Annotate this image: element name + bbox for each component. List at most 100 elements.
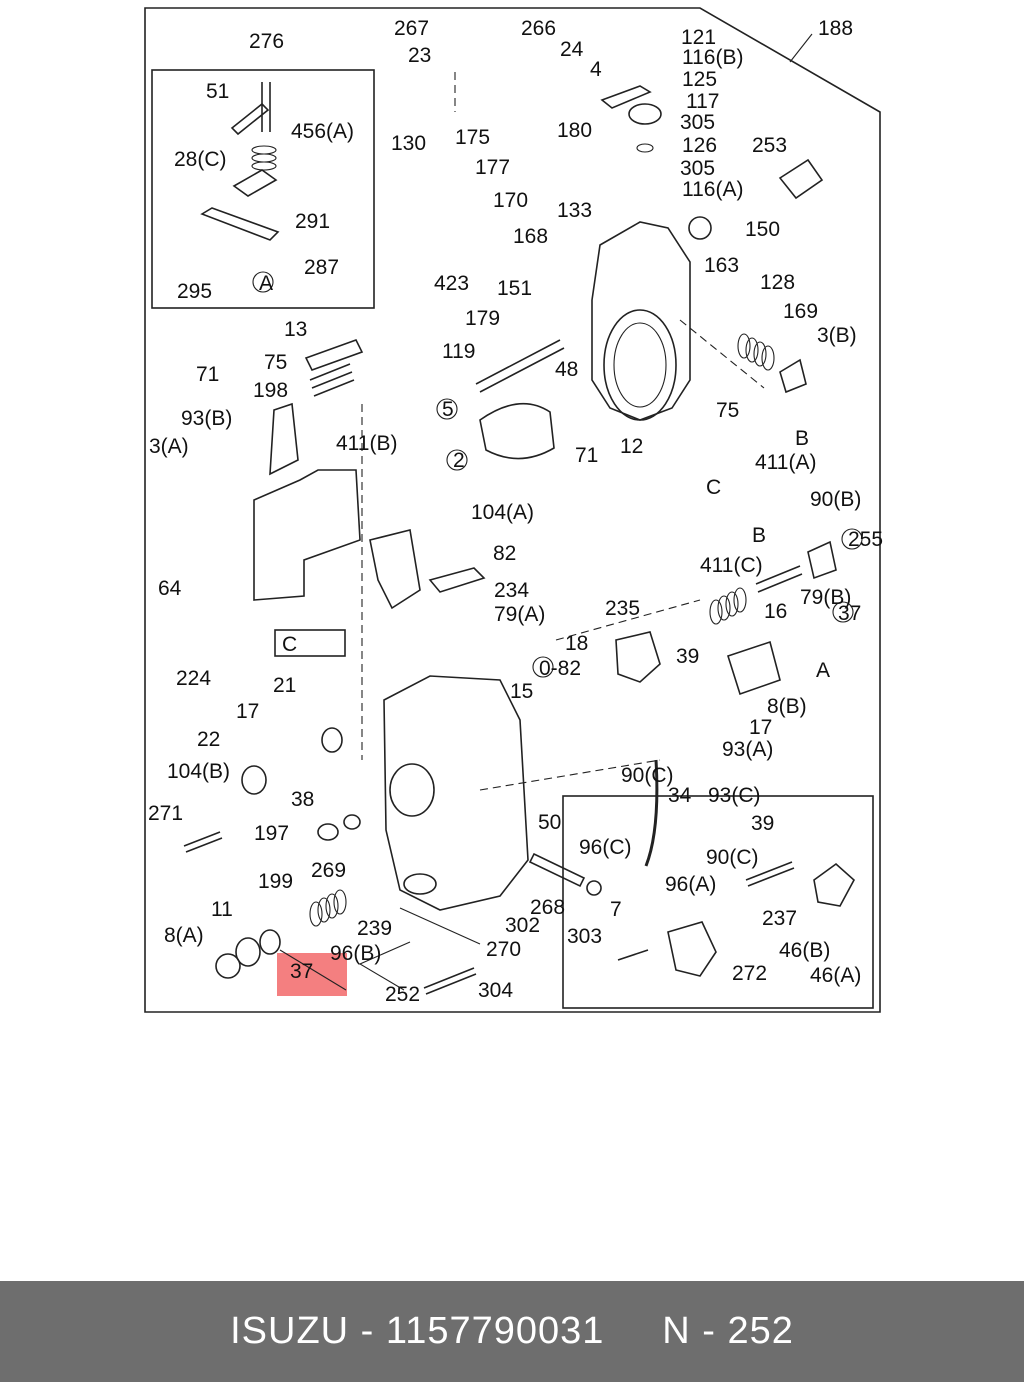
callout-label: 116(A) [682, 178, 743, 201]
spring-46b [309, 889, 347, 927]
callout-label: 96(B) [330, 942, 381, 965]
callout-label: 270 [486, 938, 521, 961]
callout-label: 224 [176, 667, 211, 690]
callout-label: 96(A) [665, 873, 716, 896]
housing-bore [603, 309, 677, 421]
callout-label: 411(C) [700, 554, 763, 577]
body-bore [389, 763, 435, 817]
callout-label: 3(B) [817, 324, 857, 347]
callout-label: 133 [557, 199, 592, 222]
footer-gap [604, 1310, 662, 1353]
leader-dashed-5 [479, 759, 661, 791]
callout-label: 5 [442, 398, 454, 421]
reference-number: N - 252 [662, 1310, 794, 1352]
washer-305 [636, 143, 654, 153]
callout-label: 456(A) [291, 120, 354, 143]
spring-71 [309, 363, 355, 397]
brand-name: ISUZU [230, 1310, 350, 1352]
inset-box-top-left [151, 69, 375, 309]
callout-label: 96(C) [579, 836, 632, 859]
callout-label: 169 [783, 300, 818, 323]
ref-box-0-82 [274, 629, 346, 657]
pin-272 [617, 949, 649, 961]
callout-label: 168 [513, 225, 548, 248]
callout-label: 2 [453, 449, 465, 472]
leader-8a [399, 907, 481, 945]
callout-label: 234 [494, 579, 529, 602]
callout-label: 82 [493, 542, 516, 565]
callout-label: 39 [751, 812, 774, 835]
callout-label: 17 [236, 700, 259, 723]
cover-302 [813, 862, 856, 907]
cam-12 [479, 402, 555, 460]
callout-label: 302 [505, 914, 540, 937]
callout-label: 175 [455, 126, 490, 149]
lever-125 [600, 85, 652, 109]
spring-128 [737, 333, 775, 371]
callout-label: 269 [311, 859, 346, 882]
sleeve-253 [778, 158, 824, 200]
leader-252 [279, 949, 347, 991]
callout-label: 125 [682, 68, 717, 91]
stud-188 [423, 967, 477, 995]
solenoid-37 [615, 631, 661, 683]
callout-label: 119 [442, 340, 475, 363]
callout-label: 51 [206, 80, 229, 103]
callout-label: 179 [465, 307, 500, 330]
callout-label: 188 [818, 17, 853, 40]
callout-label: 46(A) [810, 964, 861, 987]
callout-label: 411(A) [755, 451, 816, 474]
callout-label: 177 [475, 156, 510, 179]
callout-label: 75 [716, 399, 739, 422]
block-28c [232, 169, 278, 197]
callout-label: 17 [749, 716, 772, 739]
callout-label: 304 [478, 979, 513, 1002]
callout-label: 23 [408, 44, 431, 67]
piston-252 [259, 929, 281, 955]
plug-150 [688, 216, 712, 240]
callout-label: 117 [686, 90, 719, 113]
callout-label: 237 [762, 907, 797, 930]
callout-label: 268 [530, 896, 565, 919]
callout-label: 50 [538, 811, 561, 834]
callout-label: 15 [510, 680, 533, 703]
spring-234 [755, 565, 803, 593]
callout-label: 271 [148, 802, 183, 825]
callout-label: 4 [590, 58, 602, 81]
solenoid-37-inset [667, 921, 717, 977]
callout-label: 46(B) [779, 939, 830, 962]
highlight-252 [277, 953, 347, 996]
callout-label: 7 [610, 898, 622, 921]
callout-label: 11 [211, 898, 233, 921]
callout-label: 0-82 [539, 657, 581, 680]
callout-label: 3(A) [149, 435, 189, 458]
callout-label: 104(B) [167, 760, 230, 783]
callout-label: 150 [745, 218, 780, 241]
callout-label: 255 [848, 528, 883, 551]
lever-64 [369, 529, 421, 610]
callout-label: 8(B) [767, 695, 807, 718]
arrow-curve [644, 759, 659, 867]
callout-label: 34 [668, 784, 692, 807]
screw-90c [183, 831, 223, 853]
main-frame [144, 7, 881, 1013]
ball-199 [586, 880, 602, 896]
circle-marker-group [252, 271, 863, 678]
callout-label: 163 [704, 254, 739, 277]
washer-96c [317, 823, 339, 841]
plate-198 [253, 469, 361, 601]
callout-label: 13 [284, 318, 307, 341]
callout-label: 267 [394, 17, 429, 40]
callout-label: 305 [680, 157, 715, 180]
cap-255 [807, 540, 837, 580]
callout-label: 126 [682, 134, 717, 157]
callout-label: 90(C) [621, 764, 674, 787]
callout-label: A [816, 659, 830, 682]
part-number: 1157790031 [385, 1310, 605, 1352]
callout-label: B [752, 524, 766, 547]
callout-label: 24 [560, 38, 584, 61]
leader-1 [789, 33, 813, 63]
callout-label: 239 [357, 917, 392, 940]
callout-label: 37 [290, 960, 313, 983]
